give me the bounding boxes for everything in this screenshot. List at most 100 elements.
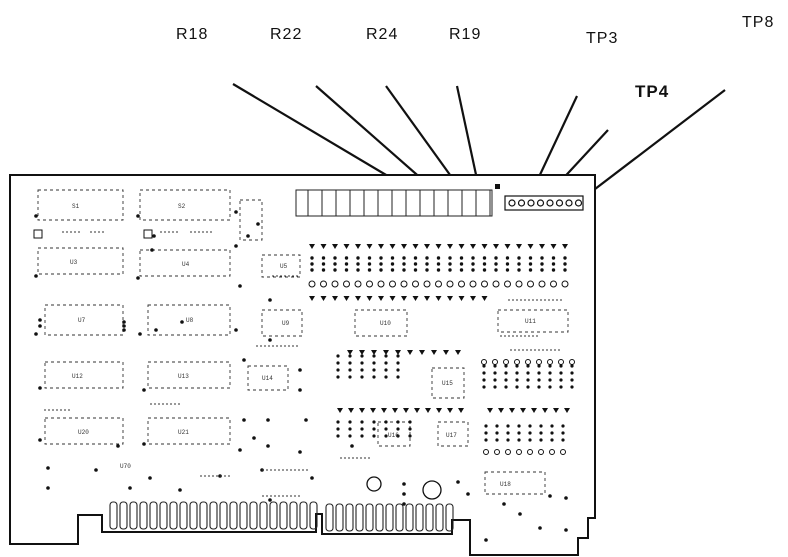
solder-pad bbox=[116, 444, 120, 448]
via-ring bbox=[505, 449, 511, 455]
test-point-hole bbox=[536, 199, 545, 207]
ic-u12 bbox=[44, 361, 124, 389]
diode-mark bbox=[389, 296, 396, 301]
solder-pad bbox=[136, 276, 140, 280]
diode-mark bbox=[401, 244, 407, 249]
diode-mark bbox=[359, 350, 365, 355]
solder-pad bbox=[350, 444, 354, 448]
svg-text:U70: U70 bbox=[120, 463, 131, 470]
test-point-hole bbox=[565, 199, 573, 207]
solder-pad bbox=[493, 364, 497, 368]
solder-pad bbox=[471, 262, 475, 266]
callout-tp8: TP8 bbox=[742, 14, 775, 31]
solder-pad bbox=[379, 262, 383, 266]
solder-pad bbox=[540, 256, 544, 260]
leader-line-tp8 bbox=[577, 89, 726, 203]
solder-pad bbox=[298, 388, 302, 392]
solder-pad bbox=[517, 424, 521, 428]
resistor-strip bbox=[295, 189, 493, 217]
via-ring bbox=[354, 280, 362, 288]
solder-pad bbox=[396, 427, 400, 431]
diode-mark bbox=[455, 350, 461, 355]
solder-pad bbox=[38, 386, 42, 390]
svg-text:S1: S1 bbox=[72, 203, 80, 210]
diode-mark bbox=[435, 244, 442, 249]
callout-r18: R18 bbox=[176, 26, 209, 43]
svg-text:U11: U11 bbox=[525, 318, 536, 325]
solder-pad bbox=[538, 526, 542, 530]
diode-mark bbox=[337, 408, 343, 413]
diode-mark bbox=[443, 350, 449, 355]
solder-pad bbox=[408, 427, 412, 431]
solder-pad bbox=[348, 368, 352, 372]
solder-pad bbox=[484, 438, 488, 442]
solder-pad bbox=[570, 371, 574, 375]
via-ring bbox=[331, 280, 339, 288]
solder-pad bbox=[384, 361, 388, 365]
diode-mark bbox=[542, 408, 548, 413]
solder-pad bbox=[459, 256, 464, 260]
solder-pad bbox=[34, 274, 38, 278]
solder-pad bbox=[396, 354, 400, 358]
solder-pad bbox=[38, 324, 42, 328]
solder-pad bbox=[336, 427, 340, 431]
svg-text:U3: U3 bbox=[70, 259, 78, 266]
solder-pad bbox=[471, 256, 475, 260]
connector-finger bbox=[435, 503, 444, 532]
solder-pad bbox=[548, 385, 552, 389]
capacitor-c2 bbox=[422, 480, 442, 500]
solder-pad bbox=[517, 268, 521, 272]
solder-pad bbox=[563, 268, 567, 272]
solder-pad bbox=[336, 375, 340, 379]
solder-pad bbox=[384, 354, 388, 358]
solder-pad bbox=[539, 438, 543, 442]
svg-text:U16: U16 bbox=[388, 432, 399, 439]
solder-pad bbox=[34, 332, 38, 336]
via-ring bbox=[481, 359, 487, 365]
solder-pad bbox=[506, 431, 510, 435]
solder-pad bbox=[268, 498, 272, 502]
diode-mark bbox=[435, 296, 442, 301]
svg-text:U20: U20 bbox=[78, 429, 89, 436]
connector-finger bbox=[199, 501, 208, 530]
diode-mark bbox=[436, 408, 442, 413]
connector-finger bbox=[345, 503, 354, 532]
solder-pad bbox=[372, 368, 376, 372]
solder-pad bbox=[372, 434, 376, 438]
solder-pad bbox=[348, 354, 352, 358]
solder-pad bbox=[402, 492, 406, 496]
solder-pad bbox=[482, 385, 486, 389]
solder-pad bbox=[360, 361, 364, 365]
diode-mark bbox=[370, 408, 376, 413]
solder-pad bbox=[537, 378, 541, 382]
via-ring bbox=[547, 359, 553, 365]
diode-mark bbox=[378, 244, 384, 249]
solder-pad bbox=[148, 476, 152, 480]
via-ring bbox=[558, 359, 564, 365]
connector-finger bbox=[229, 501, 238, 530]
diode-mark bbox=[527, 244, 534, 249]
via-ring bbox=[483, 449, 489, 455]
solder-pad bbox=[268, 298, 272, 302]
via-ring bbox=[446, 280, 454, 288]
solder-pad bbox=[482, 262, 487, 266]
diode-mark bbox=[458, 244, 465, 249]
solder-pad bbox=[484, 424, 488, 428]
connector-finger bbox=[239, 501, 248, 530]
connector-finger bbox=[355, 503, 364, 532]
solder-pad bbox=[154, 328, 158, 332]
diode-mark bbox=[366, 296, 373, 301]
connector-finger bbox=[249, 501, 258, 530]
solder-pad bbox=[551, 256, 556, 260]
solder-pad bbox=[333, 256, 337, 260]
diode-mark bbox=[447, 244, 453, 249]
diode-mark bbox=[366, 244, 373, 249]
solder-pad bbox=[238, 284, 242, 288]
solder-pad bbox=[348, 427, 352, 431]
solder-pad bbox=[390, 262, 395, 266]
solder-pad bbox=[367, 268, 372, 272]
solder-pad bbox=[436, 268, 441, 272]
solder-pad bbox=[372, 354, 376, 358]
solder-pad bbox=[344, 256, 349, 260]
diode-mark bbox=[553, 408, 559, 413]
